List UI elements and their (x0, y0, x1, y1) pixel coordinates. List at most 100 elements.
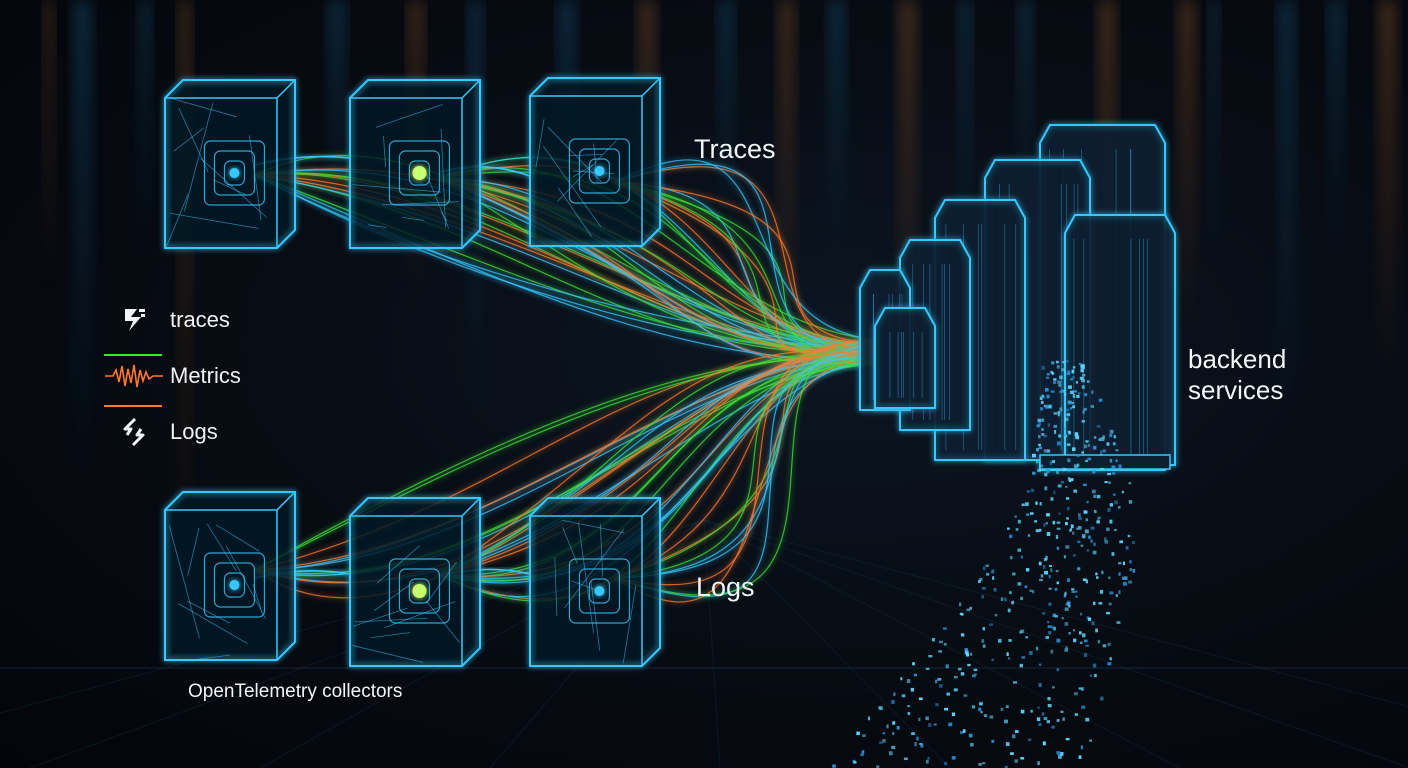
data-particle (1068, 529, 1072, 533)
data-particle (1050, 390, 1055, 393)
data-particle (876, 765, 880, 768)
data-particle (1072, 629, 1076, 632)
collector-node (529, 497, 661, 667)
data-particle (920, 743, 924, 748)
data-particle (1004, 719, 1008, 724)
data-particle (1112, 493, 1116, 496)
flow-line (614, 181, 881, 352)
data-particle (1057, 411, 1061, 415)
data-particle (1092, 663, 1097, 668)
data-particle (1085, 440, 1089, 443)
data-particle (1085, 518, 1088, 522)
data-particle (1070, 378, 1073, 381)
data-particle (1102, 435, 1105, 440)
data-particle (982, 644, 986, 648)
flow-line (614, 163, 881, 353)
data-particle (853, 761, 857, 764)
data-particle (832, 764, 836, 768)
data-particle (1100, 437, 1105, 442)
data-particle (918, 697, 923, 701)
data-particle (914, 742, 917, 747)
data-particle (1072, 393, 1076, 398)
data-particle (1034, 520, 1037, 523)
data-particle (1065, 521, 1068, 526)
data-particle (1050, 497, 1054, 501)
data-particle (1072, 366, 1076, 369)
data-particle (1071, 588, 1075, 591)
data-particle (1086, 549, 1090, 552)
data-particle (1056, 719, 1060, 722)
data-particle (903, 757, 908, 761)
data-particle (911, 732, 915, 736)
data-particle (935, 703, 939, 707)
light-streak (45, 0, 53, 300)
data-particle (1053, 412, 1058, 415)
logs-icon (104, 414, 164, 450)
traces-icon (104, 302, 164, 338)
data-particle (1035, 646, 1039, 651)
data-particle (1092, 470, 1096, 474)
collector-node (349, 79, 481, 249)
traces-label: Traces (694, 134, 776, 164)
data-particle (862, 734, 866, 737)
data-particle (1062, 361, 1066, 364)
data-particle (1115, 594, 1118, 597)
server-tower (1064, 214, 1176, 466)
data-particle (979, 577, 983, 581)
data-particle (1104, 540, 1109, 544)
legend: traces Metrics Logs (104, 302, 274, 452)
data-particle (958, 602, 962, 607)
data-particle (1090, 404, 1094, 408)
data-particle (1087, 457, 1092, 461)
data-particle (1084, 529, 1089, 534)
light-streak (1280, 0, 1293, 420)
data-particle (860, 753, 864, 757)
data-particle (1072, 376, 1075, 380)
flow-line (254, 343, 881, 571)
data-particle (981, 639, 985, 643)
data-particle (1078, 362, 1082, 366)
data-particle (1066, 413, 1071, 417)
data-particle (1060, 751, 1064, 756)
data-particle (1082, 483, 1087, 487)
data-particle (1053, 378, 1057, 381)
data-particle (1077, 567, 1081, 571)
data-particle (1047, 620, 1050, 624)
data-particle (998, 638, 1002, 643)
data-particle (1037, 468, 1041, 473)
flow-line (439, 353, 881, 576)
data-particle (1046, 513, 1050, 517)
data-particle (1095, 628, 1098, 633)
data-particle (946, 692, 950, 696)
data-particle (1052, 613, 1056, 618)
data-particle (1065, 408, 1070, 412)
data-particle (1058, 512, 1061, 515)
data-particle (1045, 388, 1049, 392)
data-particle (970, 652, 973, 656)
data-particle (1082, 578, 1087, 582)
data-particle (892, 732, 895, 735)
data-particle (1101, 570, 1104, 575)
data-particle (945, 664, 949, 669)
data-particle (1041, 428, 1044, 431)
data-particle (970, 742, 974, 747)
data-particle (1070, 524, 1074, 529)
flow-line (614, 159, 881, 341)
data-particle (1073, 464, 1078, 469)
data-particle (967, 663, 971, 667)
data-particle (1065, 545, 1070, 549)
data-particle (1044, 486, 1048, 491)
data-particle (886, 724, 889, 729)
legend-label: Logs (170, 419, 218, 444)
data-particle (1014, 730, 1019, 733)
data-particle (1056, 638, 1060, 643)
data-particle (1005, 705, 1009, 709)
light-streak (75, 0, 90, 480)
data-particle (1058, 434, 1061, 438)
data-particle (925, 759, 929, 764)
data-particle (925, 716, 929, 721)
data-particle (1051, 372, 1055, 375)
data-particle (1036, 460, 1039, 464)
data-particle (1091, 621, 1095, 626)
data-particle (1081, 379, 1085, 383)
